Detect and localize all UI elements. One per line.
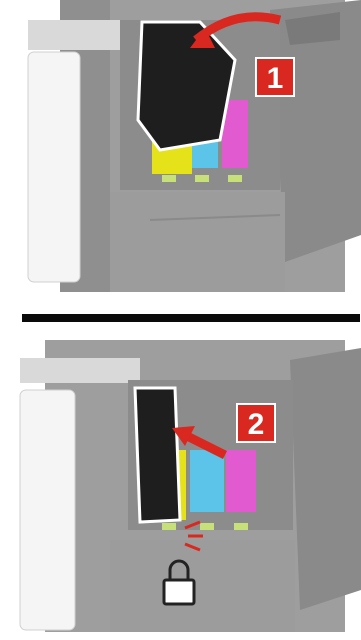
- black-cartridge: [135, 388, 180, 522]
- paper-tray: [20, 390, 75, 630]
- front-door: [290, 348, 361, 610]
- cyan-cartridge: [190, 450, 224, 512]
- step-1-illustration: 1: [0, 0, 361, 300]
- magenta-cartridge: [226, 450, 256, 512]
- paper-tray: [28, 52, 80, 282]
- divider: [22, 314, 360, 322]
- step-2-number: 2: [248, 408, 265, 441]
- step-1-number: 1: [267, 62, 284, 95]
- printer-insert-cartridge-illustration: 2: [0, 340, 361, 640]
- printer-open-door-illustration: 1: [0, 0, 361, 300]
- step-2-illustration: 2: [0, 340, 361, 640]
